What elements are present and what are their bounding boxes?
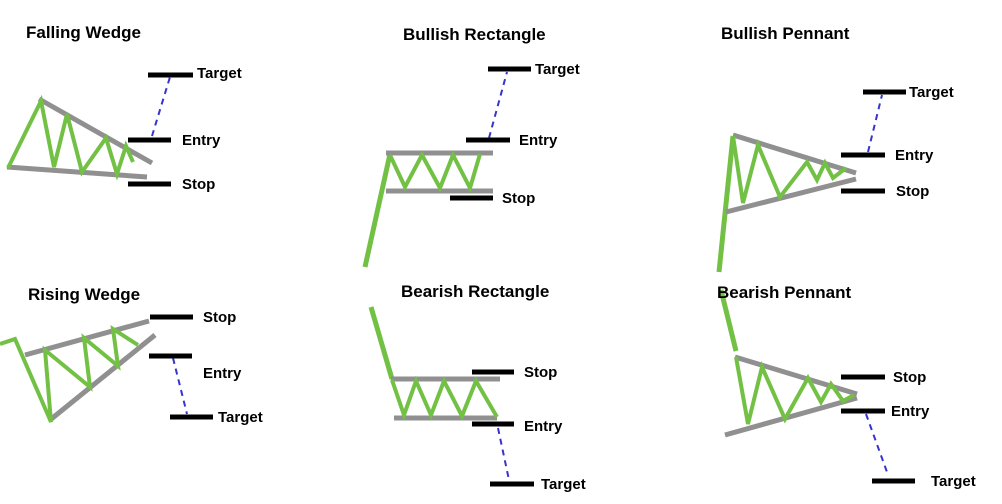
falling-wedge-graphic bbox=[6, 72, 193, 187]
bearish-pennant-upper-trendline bbox=[734, 354, 858, 397]
falling-wedge-entry-label: Entry bbox=[182, 132, 221, 149]
bullish-rectangle-pole bbox=[362, 153, 393, 268]
bearish-rectangle-price-zigzag bbox=[390, 375, 499, 422]
bearish-rectangle-entry-label: Entry bbox=[524, 418, 563, 435]
bearish-pennant-entry-to-target-projection-line bbox=[865, 413, 888, 473]
falling-wedge-lower-trendline bbox=[6, 164, 148, 180]
bullish-rectangle-graphic bbox=[362, 66, 531, 268]
bullish-rectangle-price-zigzag bbox=[388, 150, 482, 194]
falling-wedge-target-label: Target bbox=[197, 65, 242, 82]
bullish-rectangle-entry-label: Entry bbox=[519, 132, 558, 149]
panel-title-bullish-pennant: Bullish Pennant bbox=[721, 24, 850, 43]
panel-title-bearish-rectangle: Bearish Rectangle bbox=[401, 282, 550, 301]
rising-wedge-price-zigzag bbox=[0, 324, 140, 423]
rising-wedge-graphic bbox=[0, 314, 213, 423]
bearish-rectangle-pole bbox=[368, 306, 395, 380]
rising-wedge-lower-trendline bbox=[48, 333, 157, 422]
bullish-pennant-target-label: Target bbox=[909, 84, 954, 101]
bearish-rectangle-target-label: Target bbox=[541, 476, 586, 493]
bearish-pennant-entry-label: Entry bbox=[891, 403, 930, 420]
rising-wedge-entry-to-target-projection-line bbox=[172, 357, 188, 415]
falling-wedge-upper-trendline bbox=[37, 96, 154, 166]
falling-wedge-entry-to-target-projection-line bbox=[151, 76, 171, 137]
falling-wedge-price-zigzag bbox=[6, 94, 135, 181]
bearish-rectangle-stop-label: Stop bbox=[524, 364, 558, 381]
bearish-pennant-pole bbox=[718, 289, 739, 352]
bearish-pennant-lower-trendline bbox=[724, 395, 858, 438]
bullish-pennant-entry-to-target-projection-line bbox=[867, 94, 883, 153]
bullish-rectangle-entry-to-target-projection-line bbox=[488, 71, 508, 139]
bearish-rectangle-graphic bbox=[368, 306, 534, 487]
rising-wedge-target-label: Target bbox=[218, 409, 263, 426]
rising-wedge-stop-label: Stop bbox=[203, 309, 237, 326]
rising-wedge-entry-label: Entry bbox=[203, 365, 242, 382]
bullish-pennant-graphic bbox=[716, 89, 906, 273]
bullish-pennant-entry-label: Entry bbox=[895, 147, 934, 164]
falling-wedge-stop-label: Stop bbox=[182, 176, 216, 193]
bullish-pennant-upper-trendline bbox=[732, 132, 857, 176]
bearish-pennant-target-label: Target bbox=[931, 473, 976, 490]
bearish-pennant-graphic bbox=[718, 289, 915, 484]
panel-title-bullish-rectangle: Bullish Rectangle bbox=[403, 25, 546, 44]
bullish-pennant-stop-label: Stop bbox=[896, 183, 930, 200]
bearish-pennant-stop-label: Stop bbox=[893, 369, 927, 386]
bearish-rectangle-entry-to-target-projection-line bbox=[497, 427, 510, 481]
bullish-rectangle-stop-label: Stop bbox=[502, 190, 536, 207]
bullish-pennant-lower-trendline bbox=[725, 176, 857, 215]
panel-title-rising-wedge: Rising Wedge bbox=[28, 285, 141, 304]
bullish-pennant-pole bbox=[716, 135, 736, 273]
panel-title-falling-wedge: Falling Wedge bbox=[26, 23, 141, 42]
bullish-rectangle-target-label: Target bbox=[535, 61, 580, 78]
bearish-pennant-price-zigzag bbox=[734, 356, 855, 425]
panel-title-bearish-pennant: Bearish Pennant bbox=[717, 283, 852, 302]
bullish-pennant-price-zigzag bbox=[731, 135, 848, 204]
